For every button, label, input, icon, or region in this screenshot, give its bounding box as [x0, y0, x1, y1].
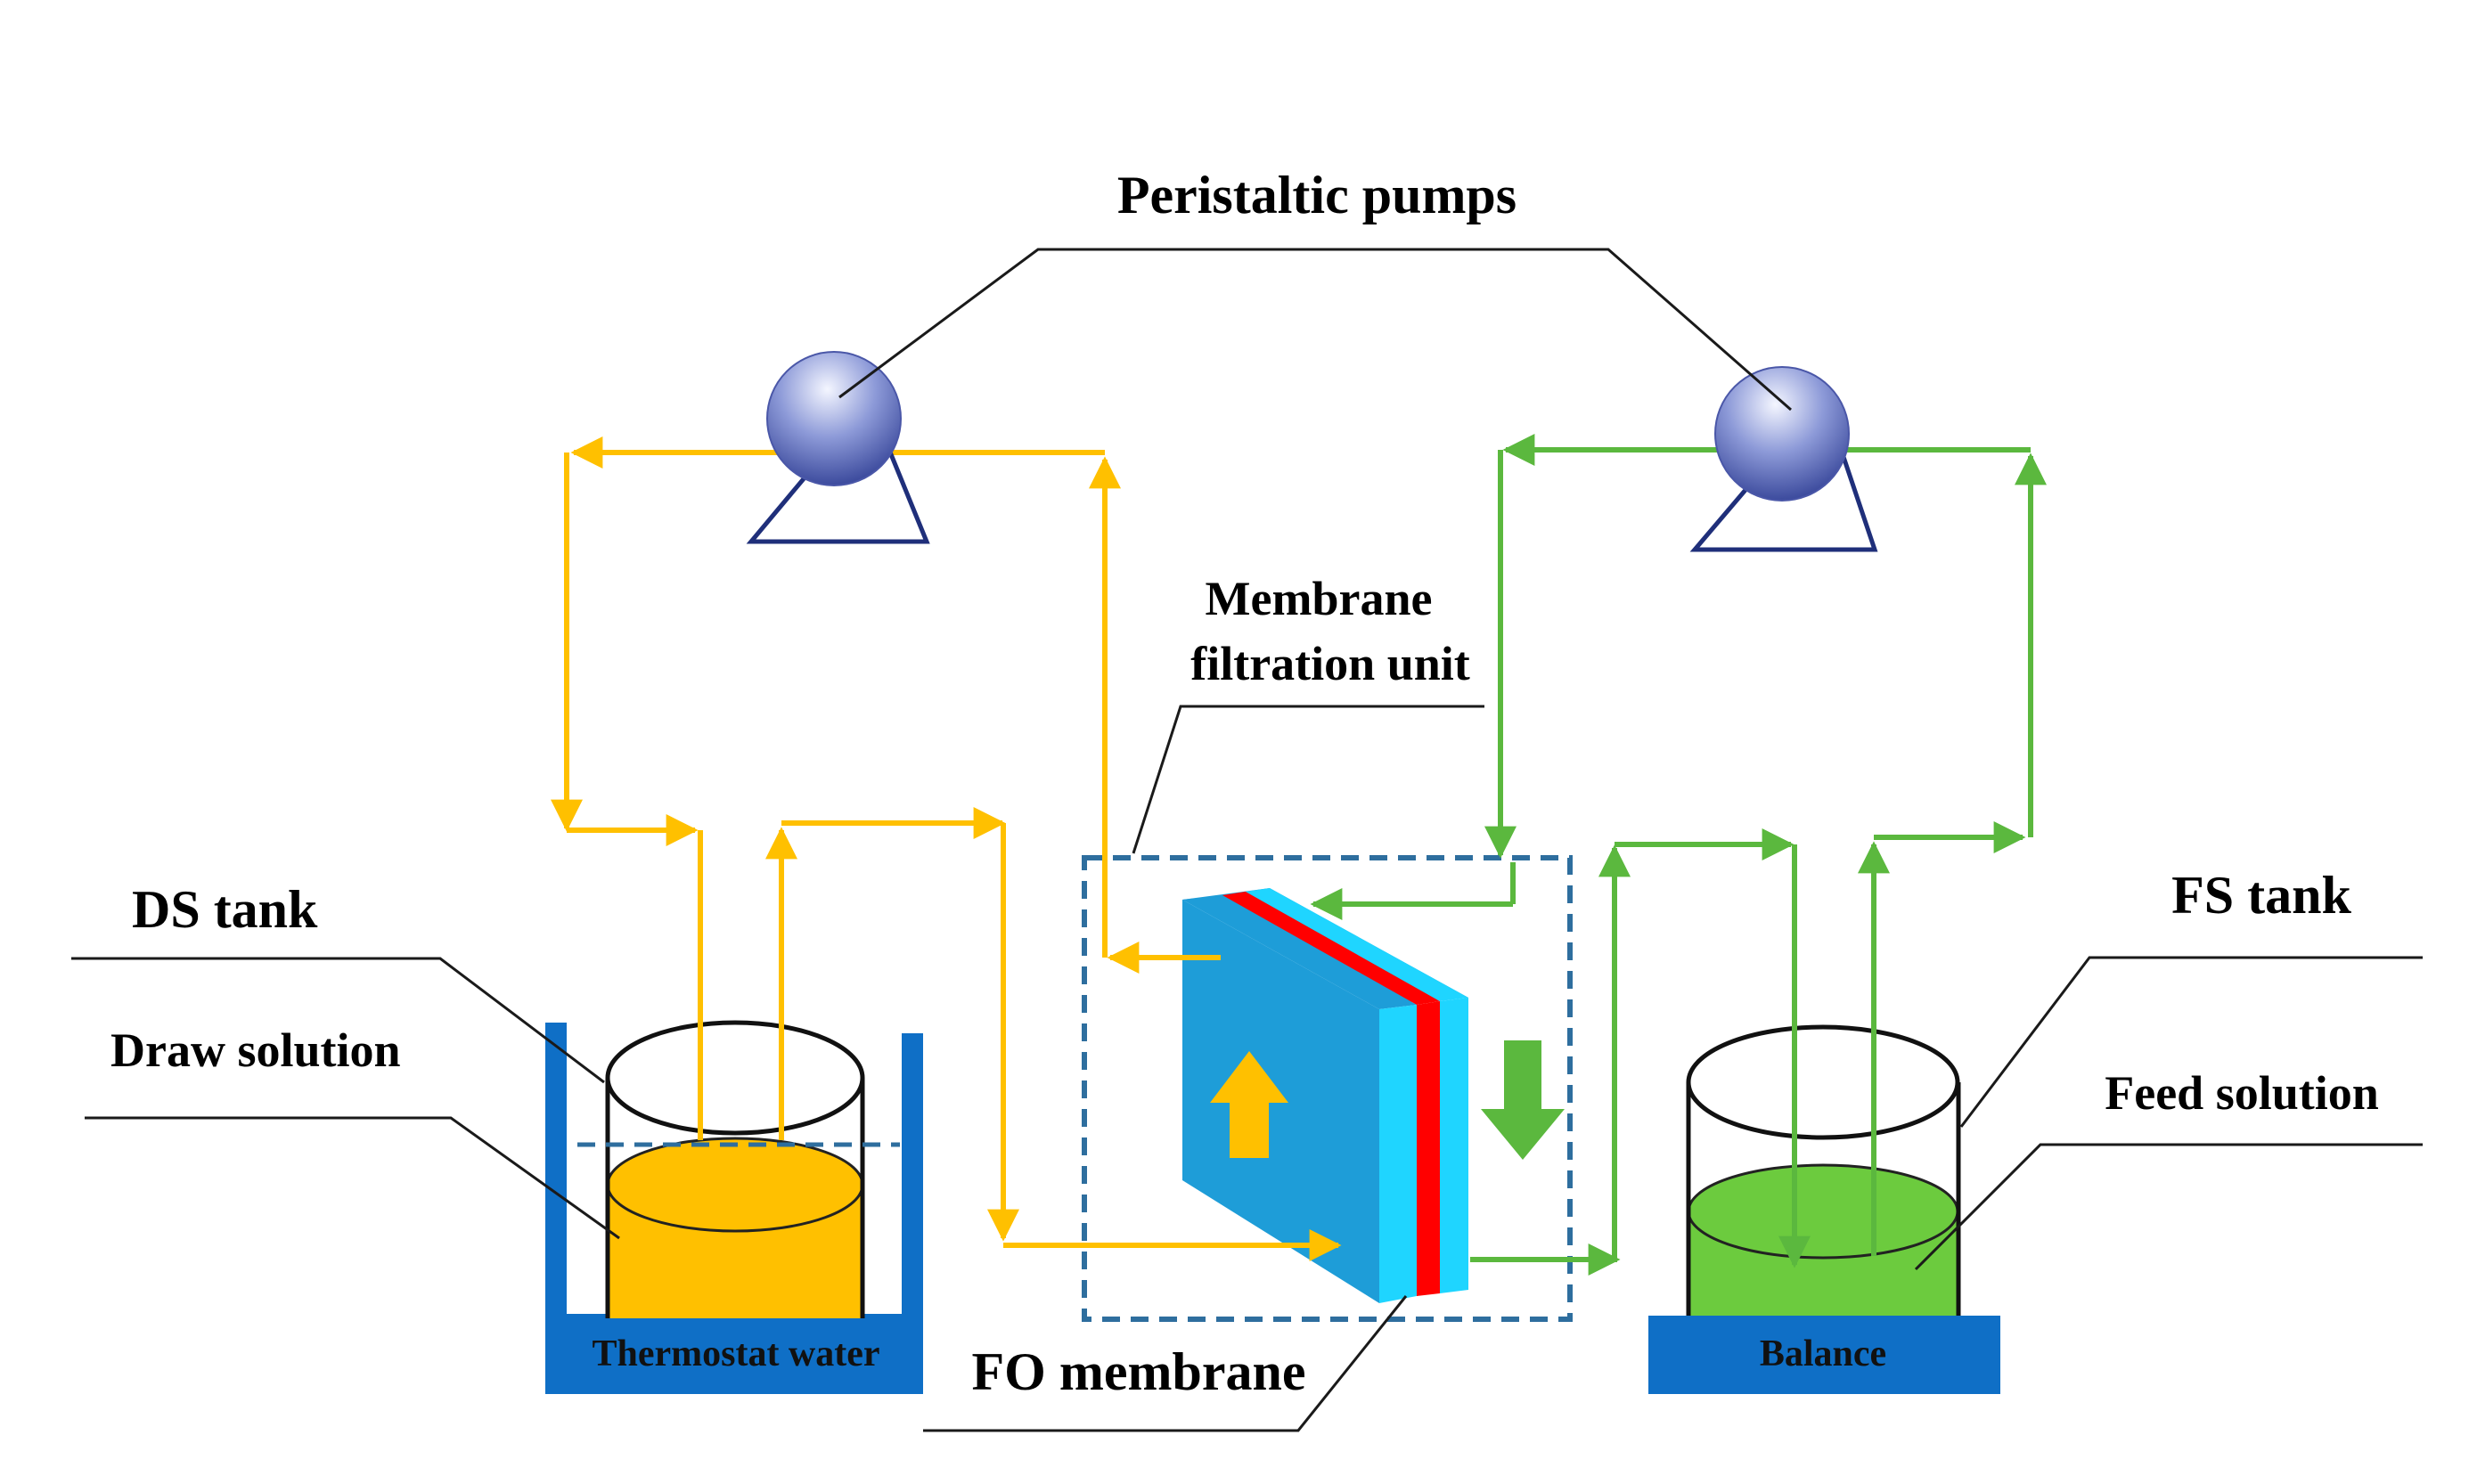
balance-block [1648, 1316, 2000, 1394]
peristaltic-pump-icon [1689, 366, 1878, 552]
leader-lines [71, 248, 2423, 1432]
peristaltic-pumps-label: Peristaltic pumps [1117, 166, 1517, 224]
draw-flow-up-icon [1210, 1051, 1288, 1158]
thermostat-water-label: Thermostat water [592, 1333, 879, 1374]
thermostat-bath [545, 1023, 923, 1394]
membrane-unit-box [1082, 855, 1573, 1322]
fo-membrane-label: FO membrane [972, 1342, 1306, 1401]
balance-label: Balance [1760, 1333, 1886, 1374]
membrane-unit-label-line1: Membrane [1206, 572, 1433, 625]
ds-tank-beaker [577, 1020, 900, 1318]
feed-solution-label: Feed solution [2105, 1066, 2379, 1120]
draw-solution-label: Draw solution [110, 1023, 401, 1077]
membrane-cell-icon [1182, 888, 1565, 1303]
ds-tank-label: DS tank [132, 880, 318, 939]
feed-flow-down-icon [1481, 1040, 1565, 1160]
fs-tank-beaker [1686, 1024, 1961, 1316]
membrane-unit-label-line2: filtration unit [1190, 637, 1470, 690]
fs-tank-label: FS tank [2171, 866, 2351, 925]
feed-flow-lines [1310, 434, 2047, 1276]
peristaltic-pump-icon [746, 351, 930, 544]
